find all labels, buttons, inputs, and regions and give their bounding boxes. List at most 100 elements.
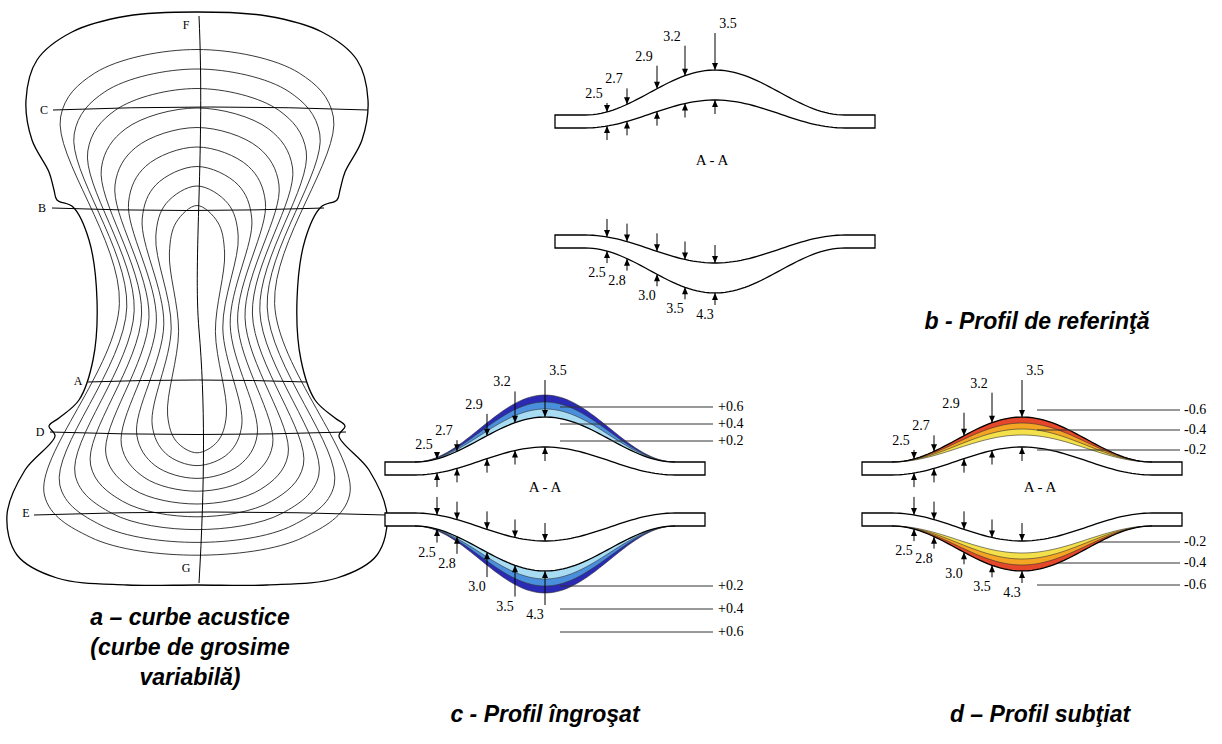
- arrow-head: [654, 112, 660, 119]
- arrow-head: [512, 530, 518, 537]
- leader-line: [1037, 585, 1180, 586]
- offset-value: -0.4: [1184, 555, 1206, 571]
- plate-profile: [862, 417, 1182, 475]
- thickness-value: 2.5: [588, 265, 606, 281]
- arrow-head: [604, 105, 610, 112]
- thickness-contour: [167, 206, 226, 453]
- arrow-head: [624, 235, 630, 242]
- arrow-head: [654, 274, 660, 281]
- arrow-head: [712, 293, 718, 300]
- plate-profile: [385, 513, 705, 571]
- thickness-contour: [75, 89, 320, 530]
- section-letter: C: [40, 103, 48, 118]
- arrow-head: [961, 429, 967, 436]
- arrow-head: [682, 287, 688, 294]
- arrow-head: [454, 468, 460, 475]
- arrow-head: [434, 529, 440, 536]
- panel-caption: a – curbe acustice (curbe de grosime var…: [70, 603, 310, 693]
- arrow-head: [604, 251, 610, 258]
- thickness-value: 2.5: [895, 543, 913, 559]
- drawing: [7, 12, 1182, 632]
- thickness-contour: [44, 50, 351, 556]
- arrow-head: [931, 444, 937, 451]
- plate-fill: [385, 417, 705, 475]
- arrow-head: [1019, 571, 1025, 578]
- leader-line: [1037, 450, 1180, 451]
- arrow-head: [989, 451, 995, 458]
- section-letter: B: [38, 201, 46, 216]
- thickness-contour: [121, 147, 273, 491]
- band-edge: [892, 435, 1152, 462]
- arrow-head: [1019, 447, 1025, 454]
- arrow-head: [542, 410, 548, 417]
- thickness-value: 2.7: [605, 71, 623, 87]
- arrow-head: [512, 416, 518, 423]
- section-letter: F: [183, 18, 190, 33]
- thickness-value: 2.5: [415, 437, 433, 453]
- section-line: [34, 512, 386, 515]
- arrow-head: [512, 451, 518, 458]
- thickness-value: 2.5: [585, 86, 603, 102]
- arrow-head: [911, 473, 917, 480]
- panel-caption: b - Profil de referinţă: [925, 307, 1150, 337]
- thickness-value: 3.5: [973, 579, 991, 595]
- section-label: A - A: [529, 479, 562, 496]
- band-edge: [892, 423, 1152, 462]
- thickness-band: [415, 409, 675, 462]
- plate-fill: [385, 513, 705, 571]
- thickness-contour: [106, 128, 289, 505]
- thickness-contour: [152, 186, 242, 466]
- thickness-value: 3.5: [666, 301, 684, 317]
- arrow-head: [961, 522, 967, 529]
- plate-fill: [555, 70, 875, 128]
- thickness-value: 2.8: [608, 273, 626, 289]
- thickness-value: 3.5: [549, 363, 567, 379]
- thickness-value: 2.9: [942, 396, 960, 412]
- thickness-value: 2.8: [438, 556, 456, 572]
- thickness-value: 2.9: [635, 49, 653, 65]
- section-letter: E: [22, 506, 29, 521]
- arrow-head: [604, 230, 610, 237]
- arrow-head: [484, 429, 490, 436]
- thickness-contour: [59, 69, 335, 542]
- thickness-value: 3.2: [663, 29, 681, 45]
- arrow-head: [989, 416, 995, 423]
- arrow-head: [454, 513, 460, 520]
- thickness-value: 2.9: [465, 397, 483, 413]
- section-line: [52, 208, 324, 211]
- offset-value: -0.6: [1184, 577, 1206, 593]
- thickness-value: 4.3: [526, 607, 544, 623]
- arrow-head: [682, 252, 688, 259]
- thickness-band: [892, 417, 1152, 462]
- arrow-head: [931, 513, 937, 520]
- offset-value: -0.4: [1184, 422, 1206, 438]
- arrow-head: [1019, 410, 1025, 417]
- arrow-head: [434, 473, 440, 480]
- section-letter: G: [182, 561, 191, 576]
- section-line: [53, 107, 368, 110]
- arrow-head: [654, 244, 660, 251]
- arrow-head: [911, 452, 917, 459]
- arrow-head: [931, 468, 937, 475]
- leader-line: [560, 407, 713, 408]
- plate-profile: [862, 513, 1182, 571]
- arrow-head: [624, 121, 630, 128]
- plate-profile: [555, 235, 875, 293]
- thickness-value: 4.3: [1003, 585, 1021, 601]
- thickness-contour: [136, 167, 257, 479]
- arrow-head: [434, 452, 440, 459]
- section-label: A - A: [1024, 479, 1057, 496]
- arrow-head: [989, 530, 995, 537]
- plate-fill: [862, 513, 1182, 571]
- arrow-head: [712, 63, 718, 70]
- arrow-head: [989, 565, 995, 572]
- offset-value: -0.6: [1184, 402, 1206, 418]
- leader-line: [560, 632, 713, 633]
- arrow-head: [911, 508, 917, 515]
- thickness-value: 4.3: [696, 307, 714, 323]
- arrow-head: [654, 82, 660, 89]
- thickness-value: 3.5: [719, 16, 737, 32]
- arrow-head: [682, 69, 688, 76]
